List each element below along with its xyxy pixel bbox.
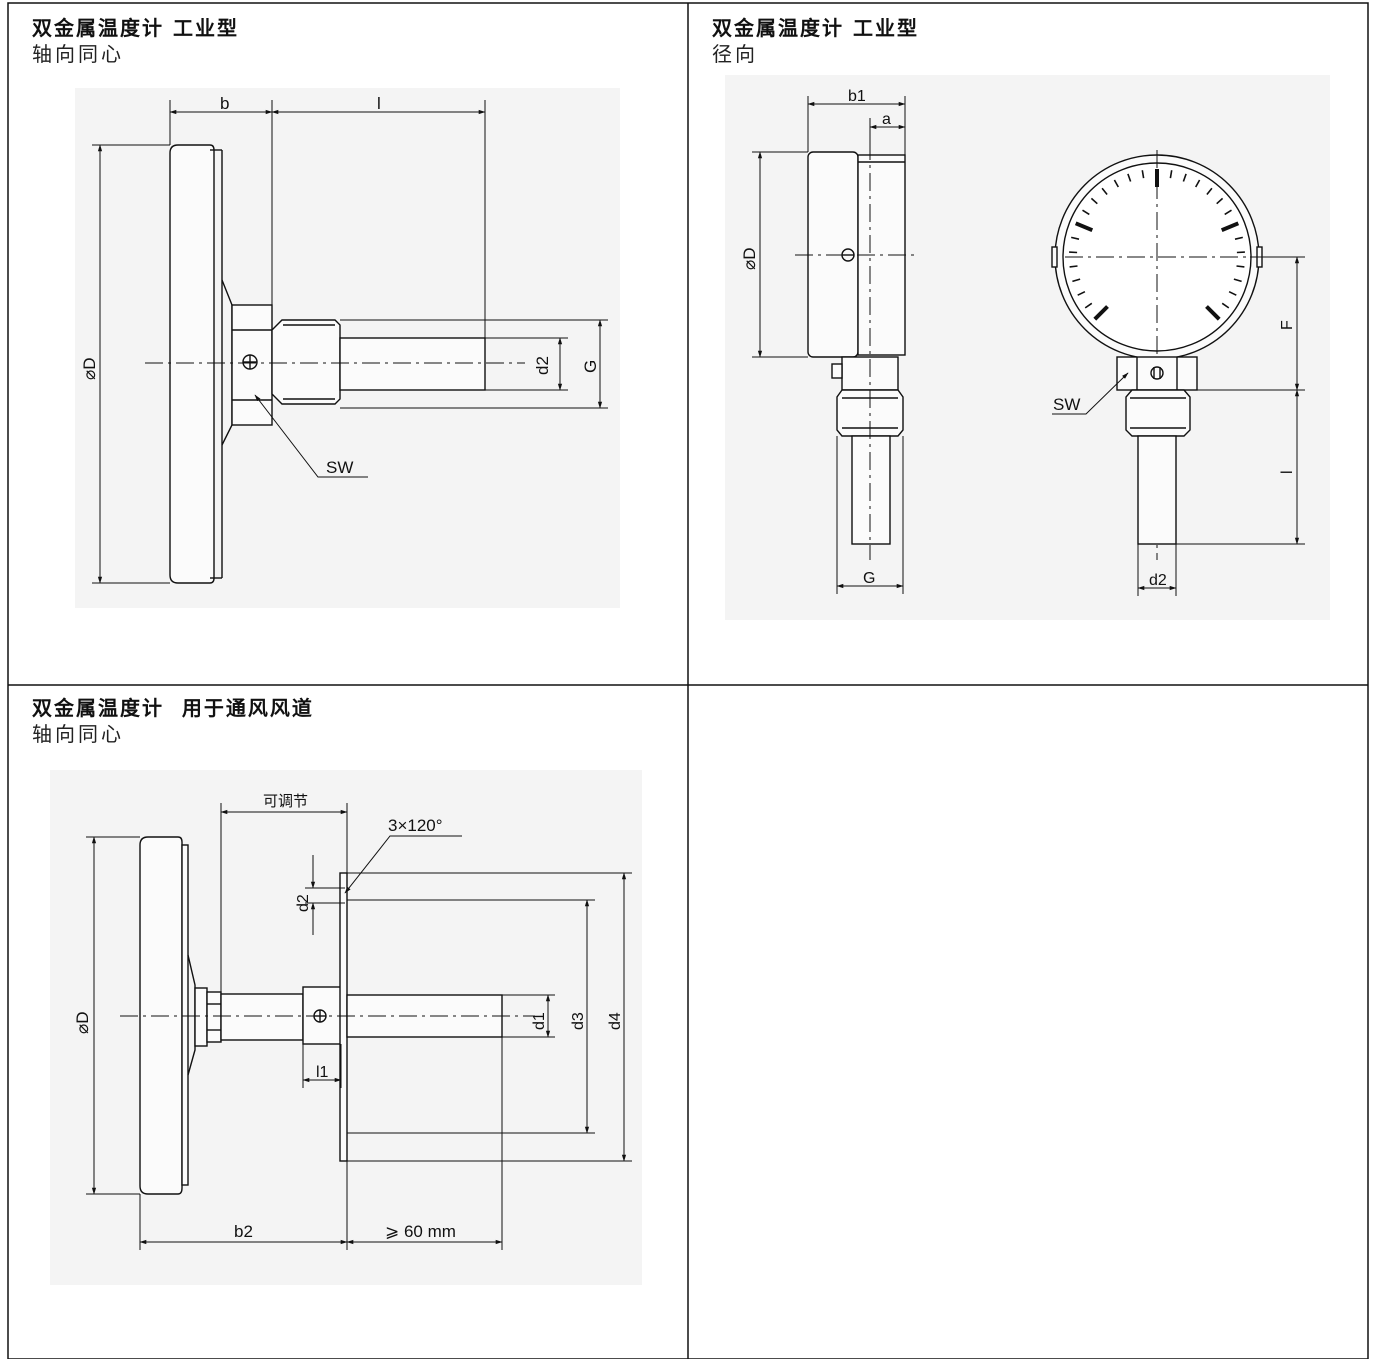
dial-minor-tick	[1233, 278, 1242, 283]
dial-minor-tick	[1077, 290, 1086, 296]
dim-label-d4: d4	[607, 1012, 624, 1030]
axial-thermometer-drawing	[92, 100, 608, 584]
dial-minor-tick	[1071, 236, 1080, 240]
dial-major-tick	[1074, 221, 1094, 233]
dim-label-D-duct: ⌀D	[73, 1011, 92, 1034]
dial-minor-tick	[1084, 302, 1093, 309]
dim-label-d1: d1	[531, 1012, 548, 1030]
radial-thread-front	[1125, 389, 1191, 437]
dim-label-d2-duct: d2	[295, 894, 312, 912]
dial-minor-tick	[1195, 179, 1201, 188]
dim-label-angle: 3×120°	[388, 816, 443, 835]
duct-thin-stem	[220, 993, 304, 1041]
dial-minor-tick	[1169, 170, 1173, 179]
cell-1-title: 双金属温度计 工业型	[32, 16, 239, 40]
radial-front-view	[1051, 150, 1305, 596]
dial-minor-tick	[1090, 197, 1098, 205]
dial-minor-tick	[1234, 236, 1243, 240]
dim-label-l: l	[377, 94, 381, 113]
dim-label-SW-radial: SW	[1053, 395, 1080, 414]
dial-major-tick	[1220, 221, 1240, 233]
dial-minor-tick	[1236, 265, 1245, 268]
cell-3-title: 双金属温度计 用于通风风道	[32, 696, 314, 720]
dial-minor-tick	[1082, 209, 1090, 216]
dim-label-b: b	[220, 94, 229, 113]
dial-minor-tick	[1206, 187, 1213, 195]
dim-label-D-radial: ⌀D	[740, 247, 759, 270]
table-grid	[7, 2, 1369, 1359]
cell-3-subtitle: 轴向同心	[32, 722, 124, 746]
dim-label-SW: SW	[326, 458, 353, 477]
dim-label-adjustable: 可调节	[263, 792, 308, 810]
dim-label-b1: b1	[848, 88, 866, 105]
dim-label-G: G	[581, 360, 600, 373]
radial-side-view	[752, 96, 918, 594]
dim-label-l1: l1	[316, 1064, 329, 1081]
dial-major-tick	[1205, 305, 1221, 321]
duct-thermometer-drawing	[86, 803, 632, 1250]
radial-stem-front	[1137, 435, 1177, 545]
dial-major-tick	[1093, 305, 1109, 321]
dial-minor-tick	[1141, 170, 1145, 179]
dial-minor-tick	[1182, 173, 1187, 182]
radial-stem-side	[851, 435, 891, 545]
dim-label-l-radial: l	[1279, 470, 1296, 474]
dial-minor-tick	[1216, 197, 1224, 205]
dial-minor-tick	[1221, 302, 1230, 309]
dial-minor-tick	[1072, 278, 1081, 283]
duct-mounting-flange	[339, 872, 348, 1162]
duct-thermometer-labels: 可调节 3×120° d2 ⌀D d1 d3 d4 l1 b2 ⩾ 60 mm	[73, 792, 624, 1241]
dim-label-min-length: ⩾ 60 mm	[385, 1222, 456, 1241]
cell-2-title: 双金属温度计 工业型	[712, 16, 919, 40]
dim-label-G-radial: G	[863, 570, 875, 587]
dim-label-F: F	[1279, 320, 1296, 330]
dim-label-a: a	[882, 111, 891, 128]
stem	[339, 337, 486, 391]
dial-case	[169, 144, 215, 584]
dial-minor-tick	[1224, 209, 1232, 216]
dial-minor-tick	[1101, 187, 1108, 195]
dim-label-D: ⌀D	[80, 357, 99, 380]
radial-labels: b1 a ⌀D G F l SW d2	[740, 88, 1296, 589]
dim-label-b2: b2	[234, 1222, 253, 1241]
cell-2-subtitle: 径向	[712, 42, 758, 66]
dial-minor-tick	[1228, 290, 1237, 296]
dim-label-d2-radial: d2	[1149, 572, 1167, 589]
thread-connector	[271, 319, 341, 405]
dial-minor-tick	[1113, 179, 1119, 188]
dial-minor-tick	[1069, 265, 1078, 268]
axial-thermometer-labels: b l ⌀D d2 G SW	[80, 94, 600, 477]
dim-label-d2: d2	[533, 356, 552, 375]
dial-minor-tick	[1127, 173, 1132, 182]
cell-1-subtitle: 轴向同心	[32, 42, 124, 66]
dim-label-d3: d3	[570, 1012, 587, 1030]
